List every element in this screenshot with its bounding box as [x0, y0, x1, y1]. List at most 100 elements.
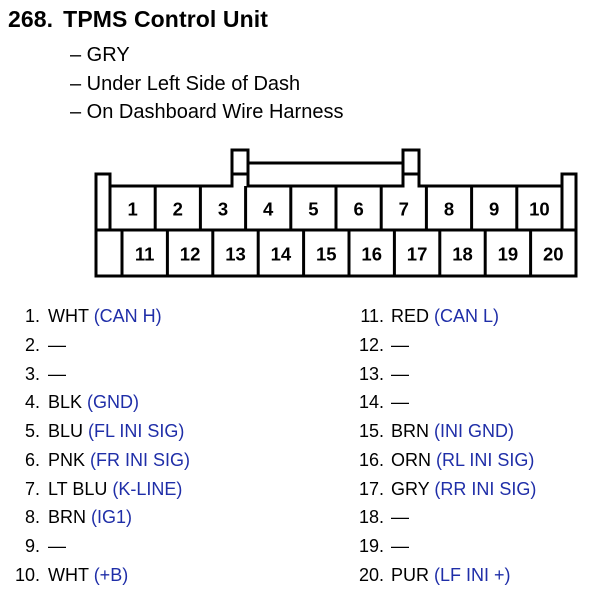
pin-number: 7. [24, 478, 40, 499]
pin-row: 19. — [336, 532, 409, 561]
pin-number: 10. [14, 564, 40, 585]
wire-color: BRN [391, 421, 430, 441]
pin-function: (GND) [87, 392, 140, 413]
pin-number: 14. [358, 392, 384, 413]
pin-cavity-label: 4 [263, 199, 274, 220]
pin-wire: — [48, 331, 66, 360]
wire-color: GRY [391, 478, 430, 499]
pin-number: 15. [358, 421, 384, 441]
pin-cavity-label: 1 [127, 199, 137, 220]
pin-wire: WHT (+B) [48, 561, 128, 590]
pin-wire: RED (CAN L) [391, 302, 499, 331]
pin-cavity-label: 20 [543, 244, 564, 265]
pin-function: (RR INI SIG) [434, 478, 537, 499]
pin-cavity-label: 19 [498, 244, 519, 265]
pin-cavity-label: 11 [135, 244, 155, 265]
pin-wire: — [391, 532, 409, 561]
pin-wire: — [391, 331, 409, 360]
connector-housing [94, 172, 578, 278]
pin-row: 2. — [0, 331, 66, 360]
pin-number: 12. [358, 334, 384, 355]
pin-cavity-label: 13 [225, 244, 246, 265]
top-row-dividers [153, 186, 519, 230]
pin-cavity-label: 7 [399, 199, 409, 220]
pin-function: (LF INI +) [434, 564, 511, 585]
pin-cavity-label: 9 [489, 199, 499, 220]
pin-wire: GRY (RR INI SIG) [391, 475, 536, 504]
pin-row: 14. — [336, 388, 409, 417]
pin-function: (FL INI SIG) [88, 421, 185, 441]
pin-wire: — [391, 360, 409, 389]
pin-cavity-label: 18 [452, 244, 473, 265]
pin-cavity-label: 5 [308, 199, 318, 220]
wire-color: — [48, 536, 66, 556]
pin-row: 12. — [336, 331, 409, 360]
wire-color: — [391, 392, 409, 413]
pin-row: 18. — [336, 503, 409, 532]
pin-number: 4. [24, 392, 40, 413]
pin-row: 6.PNK (FR INI SIG) [0, 446, 190, 475]
wire-color: — [48, 334, 66, 355]
connector-name: TPMS Control Unit [63, 6, 269, 32]
note-harness: – On Dashboard Wire Harness [70, 101, 344, 123]
wire-color: BLK [48, 392, 83, 413]
pin-function: (+B) [93, 564, 129, 585]
note-location: – Under Left Side of Dash [70, 72, 301, 95]
pin-wire: — [48, 360, 66, 389]
pin-row: 7. LT BLU (K-LINE) [0, 475, 182, 504]
pin-row: 8.BRN (IG1) [0, 503, 132, 532]
pin-wire: LT BLU (K-LINE) [48, 475, 182, 504]
pin-number: 19. [358, 536, 384, 556]
pin-function: (K-LINE) [112, 478, 183, 499]
pin-wire: BRN (IG1) [48, 503, 132, 532]
pin-function: (FR INI SIG) [90, 449, 191, 470]
bottom-row-pin-labels: 11 12 13 14 15 16 17 18 19 20 [135, 244, 564, 265]
note-color: – GRY [70, 44, 130, 66]
pin-cavity-label: 15 [316, 244, 337, 265]
bottom-row-dividers [165, 230, 533, 276]
pin-row: 13. — [336, 360, 409, 389]
pin-wire: WHT (CAN H) [48, 302, 162, 331]
pinout-list-left: 1.WHT (CAN H) 2.— 3.— 4.BLK (GND) 5.BLU … [0, 302, 190, 590]
pin-wire: — [391, 388, 409, 417]
connector-title: 268. TPMS Control Unit [8, 6, 268, 33]
pin-cavity-label: 10 [529, 199, 550, 220]
pin-number: 18. [358, 507, 384, 528]
pin-wire: BRN (INI GND) [391, 417, 514, 446]
pin-number: 5. [24, 421, 40, 441]
wire-color: — [391, 334, 409, 355]
pin-number: 13. [358, 363, 384, 384]
connector-latch [230, 148, 421, 174]
pin-number: 1. [24, 306, 40, 326]
pin-cavity-label: 16 [361, 244, 382, 265]
pin-function: (IG1) [91, 507, 133, 528]
pin-wire: BLK (GND) [48, 388, 139, 417]
pin-cavity-label: 3 [218, 199, 228, 220]
pin-wire: PUR (LF INI +) [391, 561, 511, 590]
wire-color: RED [391, 306, 430, 326]
wire-color: — [391, 507, 409, 528]
pin-cavity-label: 6 [353, 199, 363, 220]
pin-number: 9. [24, 536, 40, 556]
connector-number: 268. [8, 6, 54, 32]
pin-number: 2. [24, 334, 40, 355]
wire-color: — [48, 363, 66, 384]
pin-row: 20.PUR (LF INI +) [336, 561, 511, 590]
wire-color: WHT [48, 564, 89, 585]
pin-cavity-label: 14 [271, 244, 292, 265]
pin-row: 4. BLK (GND) [0, 388, 139, 417]
connector-notes: – GRY – Under Left Side of Dash – On Das… [70, 41, 343, 127]
pin-row: 9. — [0, 532, 66, 561]
pin-cavity-label: 17 [407, 244, 428, 265]
pin-number: 11. [360, 306, 384, 326]
wire-color: LT BLU [48, 478, 108, 499]
pin-function: (INI GND) [434, 421, 515, 441]
wire-color: ORN [391, 449, 431, 470]
pin-cavity-label: 12 [180, 244, 201, 265]
pin-number: 17. [358, 478, 384, 499]
wire-color: — [391, 536, 409, 556]
pin-row: 16.ORN (RL INI SIG) [336, 446, 534, 475]
pin-row: 15. BRN (INI GND) [336, 417, 514, 446]
wire-color: — [391, 363, 409, 384]
